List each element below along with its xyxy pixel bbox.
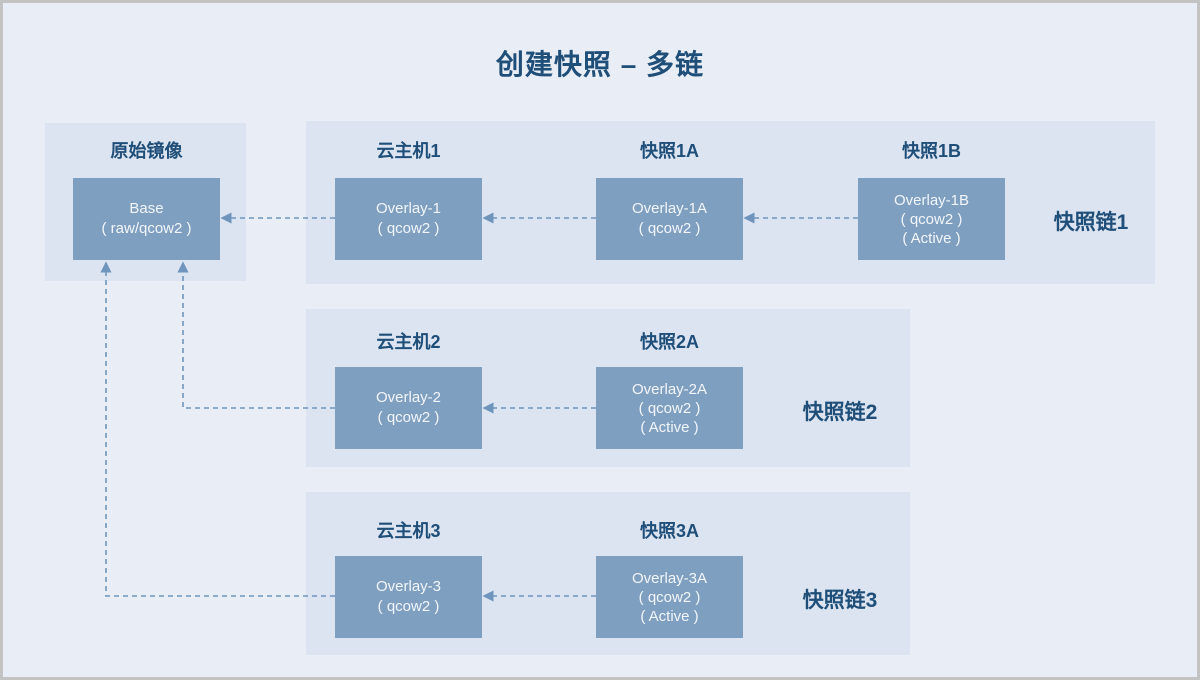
base-image-label: 原始镜像 (110, 141, 183, 161)
node-line: Overlay-2A (631, 380, 708, 398)
page-title: 创建快照 – 多链 (495, 49, 705, 80)
chain1-snapshot1b-label: 快照1B (901, 141, 961, 161)
chain2-overlay2-node: Overlay-2 ( qcow2 ) (335, 367, 482, 449)
node-line: ( Active ) (640, 418, 699, 436)
node-line: ( qcow2 ) (377, 598, 440, 615)
base-image-node: Base ( raw/qcow2 ) (73, 178, 220, 260)
node-line: Overlay-2 (375, 389, 442, 406)
node-line: ( Active ) (902, 229, 961, 247)
node-line: ( qcow2 ) (638, 399, 701, 417)
base-node-line1: Base (129, 200, 164, 217)
chain2-snapshot2a-label: 快照2A (639, 332, 699, 352)
node-line: ( qcow2 ) (900, 210, 963, 228)
node-line: ( qcow2 ) (638, 220, 701, 237)
chain1-overlay1-node: Overlay-1 ( qcow2 ) (335, 178, 482, 260)
chain2-vm-label: 云主机2 (376, 332, 441, 352)
base-node-line2: ( raw/qcow2 ) (101, 220, 192, 237)
node-line: ( qcow2 ) (377, 409, 440, 426)
chain3-vm-label: 云主机3 (376, 521, 441, 541)
chain3-overlay3-node: Overlay-3 ( qcow2 ) (335, 556, 482, 638)
arrow-overlay3-to-base (100, 261, 335, 597)
node-line: Overlay-3 (375, 578, 442, 595)
node-line: Overlay-1 (375, 200, 442, 217)
chain1-vm-label: 云主机1 (376, 141, 441, 161)
chain2-overlay2a-node: Overlay-2A ( qcow2 ) ( Active ) (596, 367, 743, 449)
node-line: ( qcow2 ) (377, 220, 440, 237)
chain1-overlay1a-node: Overlay-1A ( qcow2 ) (596, 178, 743, 260)
chain1-snapshot1a-label: 快照1A (639, 141, 699, 161)
node-line: ( qcow2 ) (638, 588, 701, 606)
node-line: Overlay-1A (631, 200, 708, 217)
chain1-overlay1b-node: Overlay-1B ( qcow2 ) ( Active ) (858, 178, 1005, 260)
chain1-name: 快照链1 (1053, 211, 1129, 234)
chain3-overlay3a-node: Overlay-3A ( qcow2 ) ( Active ) (596, 556, 743, 638)
node-line: ( Active ) (640, 607, 699, 625)
chain3-name: 快照链3 (802, 589, 878, 612)
node-line: Overlay-1B (893, 191, 970, 209)
chain2-name: 快照链2 (802, 401, 878, 424)
chain3-snapshot3a-label: 快照3A (639, 521, 699, 541)
node-line: Overlay-3A (631, 569, 708, 587)
